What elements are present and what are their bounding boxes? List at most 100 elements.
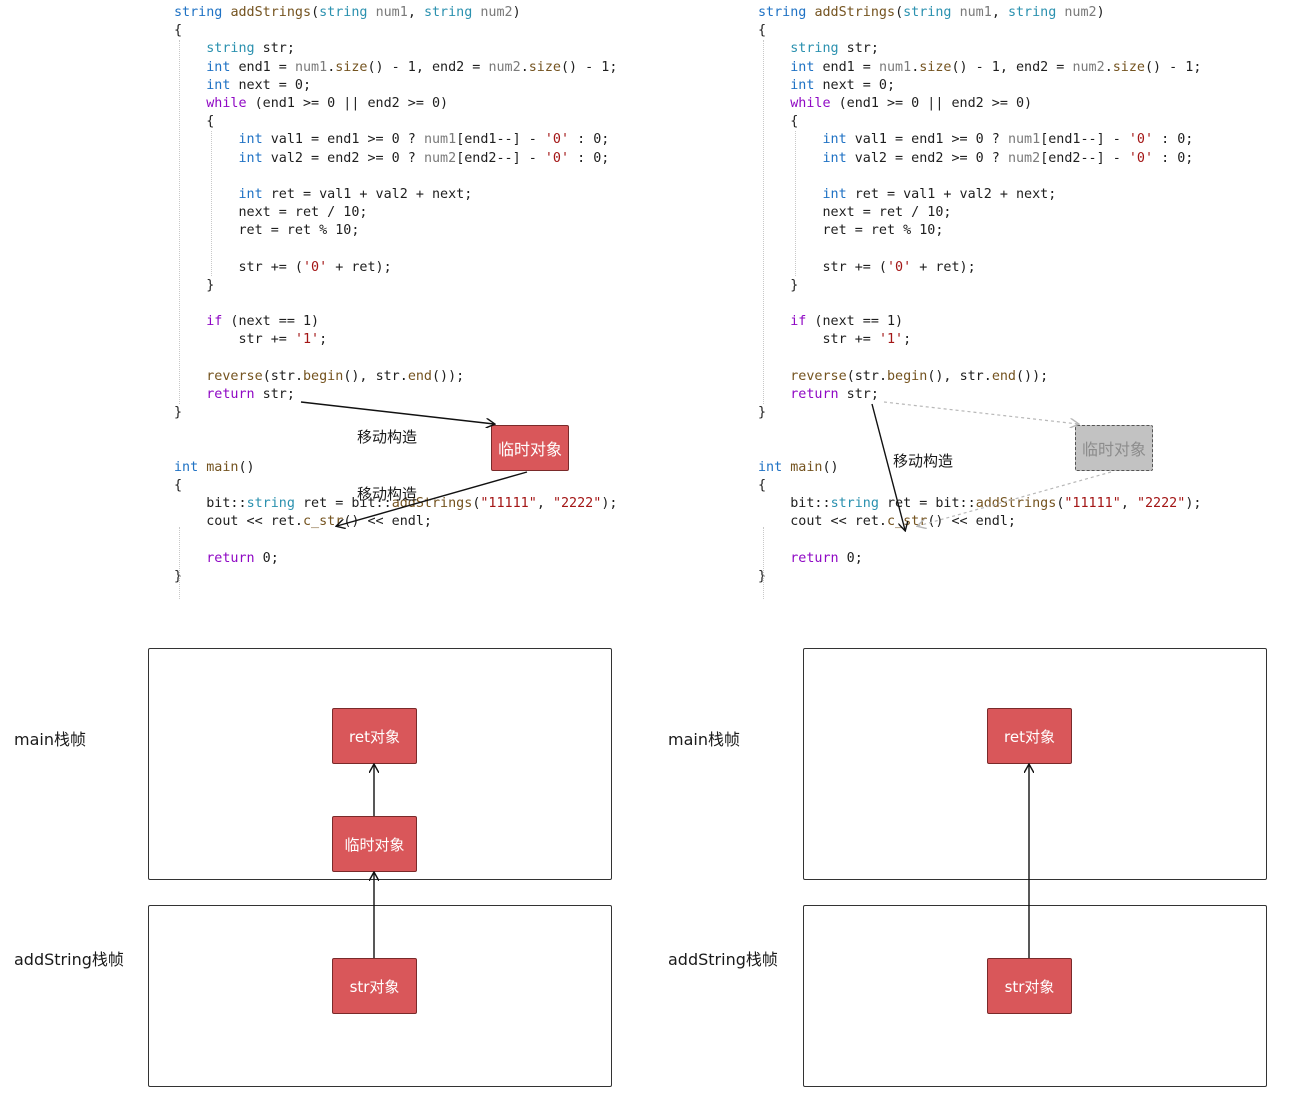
- code-token: {: [174, 477, 183, 493]
- code-token: int: [206, 59, 231, 75]
- code-token: () - 1, end2 =: [951, 59, 1073, 75]
- code-token: (: [1056, 496, 1065, 512]
- code-token: string: [903, 5, 952, 20]
- code-token: addStrings: [391, 496, 473, 512]
- code-line: next = ret / 10;: [174, 204, 617, 222]
- code-token: return: [790, 550, 839, 566]
- code-token: num2: [1007, 150, 1041, 166]
- code-token: );: [1185, 496, 1202, 512]
- code-token: str +=: [822, 332, 879, 348]
- code-token: '0': [303, 259, 328, 275]
- code-line: cout << ret.c_str() << endl;: [758, 513, 1201, 531]
- code-line: int val2 = end2 >= 0 ? num2[end2--] - '0…: [174, 150, 617, 168]
- code-line: return str;: [174, 386, 617, 404]
- code-token: }: [174, 568, 183, 584]
- code-token: ret = bit::: [294, 496, 392, 512]
- code-line: int next = 0;: [758, 77, 1201, 95]
- code-token: (: [262, 368, 271, 384]
- code-line: return 0;: [758, 550, 1201, 568]
- code-token: str;: [838, 41, 879, 57]
- code-token: bit::: [206, 496, 247, 512]
- code-token: end1 =: [230, 59, 295, 75]
- code-token: '0': [544, 132, 570, 148]
- code-token: string: [830, 496, 879, 512]
- code-token: string: [1007, 5, 1057, 20]
- code-token: [end1--] -: [1040, 132, 1129, 148]
- code-token: bit::: [790, 496, 831, 512]
- code-token: str += (: [822, 259, 888, 275]
- code-token: while: [206, 95, 247, 111]
- str-object-box: str对象: [332, 958, 417, 1014]
- code-punct: ,: [407, 5, 424, 20]
- code-token: "11111": [1064, 496, 1121, 512]
- code-token: string: [246, 496, 295, 512]
- code-token: string: [790, 41, 839, 57]
- code-line: {: [174, 113, 617, 131]
- code-token: size: [919, 59, 952, 75]
- code-line: reverse(str.begin(), str.end());: [174, 368, 617, 386]
- code-token: end1 =: [814, 59, 879, 75]
- code-token: .: [399, 368, 408, 384]
- code-token: }: [206, 277, 215, 293]
- code-token: num2: [1064, 5, 1097, 20]
- code-token: str;: [254, 41, 295, 57]
- move-construct-label: 移动构造: [357, 428, 418, 446]
- code-token: num1: [1007, 132, 1041, 148]
- code-token: val1 = end1 >= 0 ?: [262, 132, 424, 148]
- code-token: int: [758, 459, 783, 475]
- code-line: {: [174, 477, 617, 495]
- code-token: next = ret / 10;: [238, 205, 368, 221]
- code-line: string str;: [758, 40, 1201, 58]
- code-token: end: [991, 368, 1016, 384]
- code-token: ,: [536, 496, 553, 512]
- code-line: }: [174, 277, 617, 295]
- indent-guide: [795, 131, 796, 276]
- code-line: }: [758, 404, 1201, 422]
- code-token: num2: [488, 59, 521, 75]
- code-token: val2 = end2 >= 0 ?: [262, 150, 424, 166]
- code-token: .: [983, 368, 992, 384]
- code-token: begin: [303, 368, 344, 384]
- temp-object-box: 临时对象: [491, 425, 569, 471]
- code-line: return str;: [758, 386, 1201, 404]
- code-token: int: [238, 186, 263, 202]
- code-line: int ret = val1 + val2 + next;: [174, 186, 617, 204]
- code-token: (: [472, 496, 481, 512]
- code-token: () - 1;: [1145, 59, 1202, 75]
- code-token: '1': [294, 332, 320, 348]
- code-line: return 0;: [174, 550, 617, 568]
- code-line: string addStrings(string num1, string nu…: [758, 4, 1201, 22]
- elided-arrow: [883, 401, 1078, 424]
- code-line: if (next == 1): [758, 313, 1201, 331]
- code-punct: ): [1096, 5, 1105, 20]
- code-token: num1: [959, 5, 992, 20]
- code-line: }: [174, 404, 617, 422]
- code-token: ;: [903, 332, 912, 348]
- code-line: ret = ret % 10;: [174, 222, 617, 240]
- code-token: num2: [1072, 59, 1105, 75]
- code-token: () - 1, end2 =: [367, 59, 489, 75]
- code-punct: (: [311, 5, 320, 20]
- code-token: string: [758, 5, 807, 20]
- code-token: '0': [1128, 150, 1154, 166]
- code-token: int: [822, 150, 847, 166]
- code-token: main: [206, 459, 239, 475]
- code-line: str += ('0' + ret);: [174, 259, 617, 277]
- main-stack-frame: [148, 648, 612, 880]
- code-token: + ret);: [911, 259, 976, 275]
- code-token: {: [758, 477, 767, 493]
- code-line: next = ret / 10;: [758, 204, 1201, 222]
- code-token: int: [822, 186, 847, 202]
- code-line: int val1 = end1 >= 0 ? num1[end1--] - '0…: [174, 131, 617, 149]
- code-token: next = 0;: [814, 77, 896, 93]
- code-token: ());: [1016, 368, 1049, 384]
- move-arrow: [871, 403, 905, 530]
- code-token: "2222": [1136, 496, 1186, 512]
- code-token: string: [174, 5, 223, 20]
- code-token: next = ret / 10;: [822, 205, 952, 221]
- addstring-frame-label: addString栈帧: [14, 950, 124, 969]
- code-token: next = 0;: [230, 77, 312, 93]
- move-arrow: [300, 401, 494, 424]
- code-token: );: [601, 496, 618, 512]
